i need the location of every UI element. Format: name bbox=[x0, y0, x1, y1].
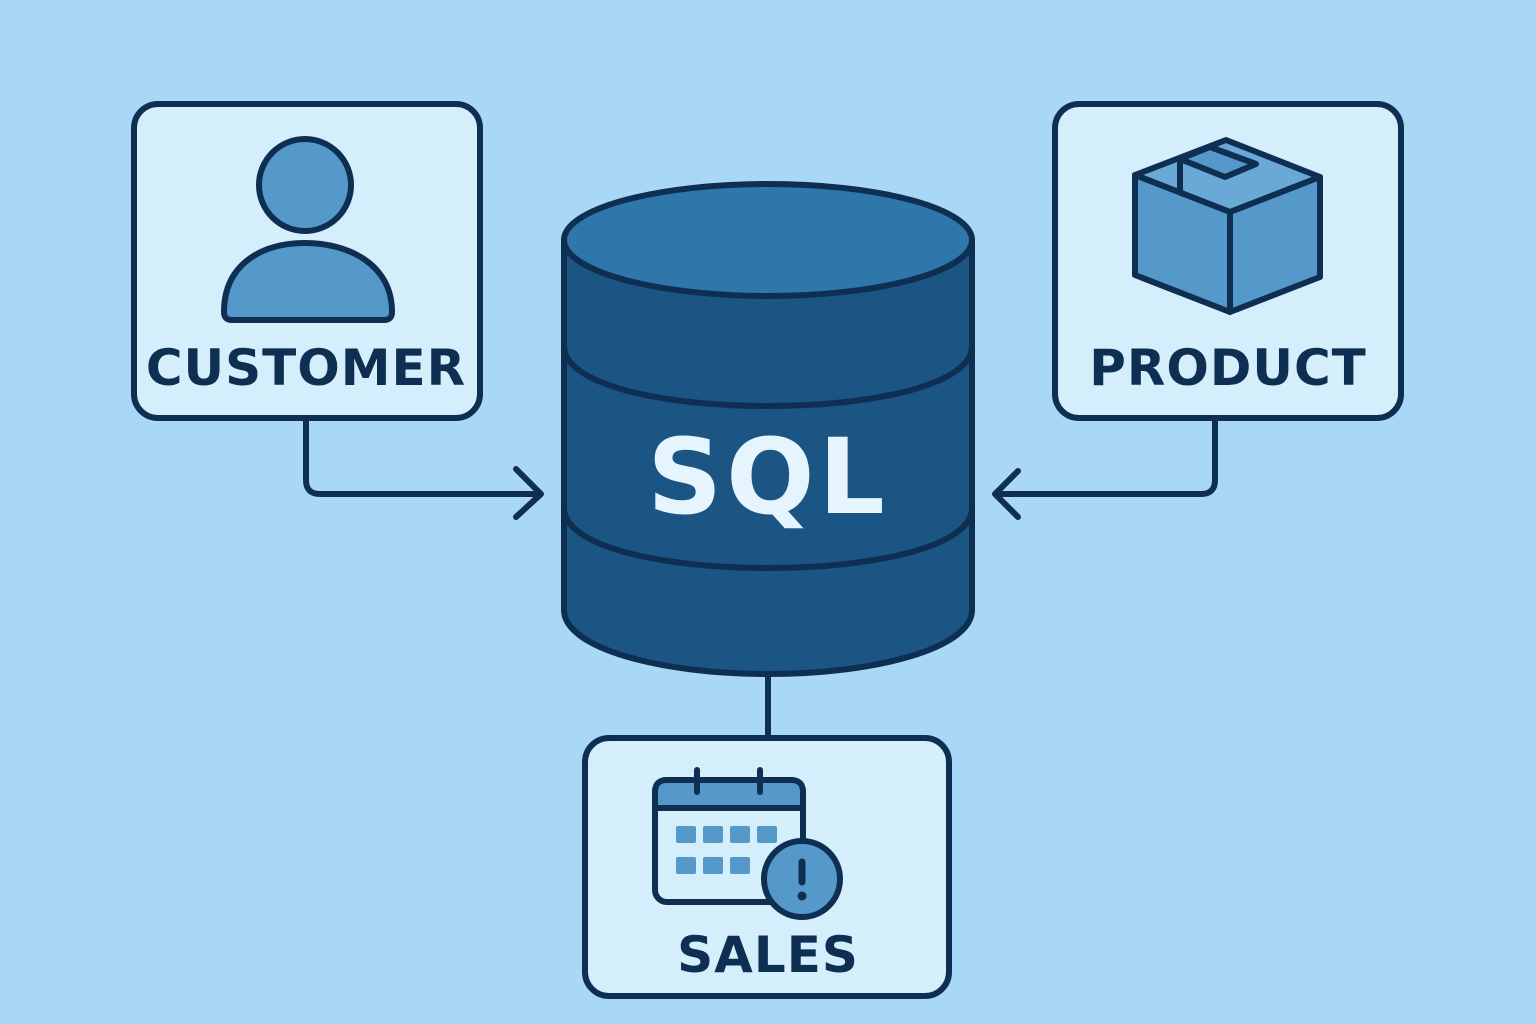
arrowhead-customer bbox=[513, 466, 544, 520]
calendar-grid bbox=[676, 826, 777, 874]
connector-customer-to-sql bbox=[303, 417, 544, 520]
database-label: SQL bbox=[647, 416, 889, 538]
product-label: PRODUCT bbox=[1089, 339, 1367, 397]
sales-label: SALES bbox=[677, 926, 859, 984]
product-card bbox=[1052, 101, 1404, 421]
user-icon bbox=[221, 136, 395, 323]
customer-label: CUSTOMER bbox=[145, 339, 467, 397]
arrowhead-product bbox=[992, 468, 1021, 520]
connector-product-to-sql bbox=[992, 417, 1218, 520]
customer-card bbox=[131, 101, 483, 421]
database-icon bbox=[561, 181, 975, 677]
box-icon bbox=[1132, 137, 1323, 315]
sales-card bbox=[582, 735, 952, 999]
calendar-alert-icon bbox=[652, 767, 843, 920]
